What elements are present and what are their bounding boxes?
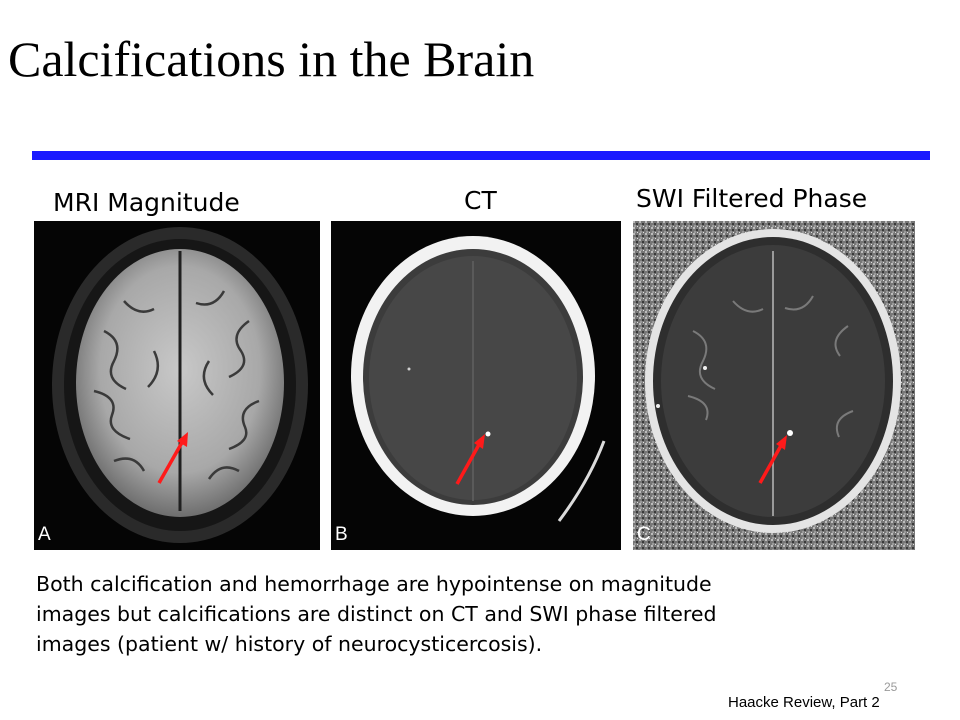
slide-title: Calcifications in the Brain: [8, 31, 535, 87]
panel-label-mri: MRI Magnitude: [53, 188, 240, 217]
panel-label-ct: CT: [464, 186, 497, 215]
ct-brain-illustration: [351, 236, 606, 522]
panel-label-swi: SWI Filtered Phase: [636, 184, 868, 213]
ct-image: B: [331, 221, 621, 550]
page-number: 25: [884, 680, 898, 694]
panel-letter-b: B: [335, 524, 348, 545]
swi-brain-illustration: [633, 221, 915, 550]
swi-phase-image: C: [633, 221, 915, 550]
mri-magnitude-image: A: [34, 221, 320, 550]
caption-line: images (patient w/ history of neurocysti…: [36, 632, 543, 656]
figure-caption: Both calcification and hemorrhage are hy…: [36, 569, 936, 659]
panel-letter-a: A: [38, 524, 51, 545]
arrow-icon: [758, 435, 787, 484]
caption-line: images but calcifications are distinct o…: [36, 602, 717, 626]
mri-brain-illustration: [52, 227, 308, 543]
panel-letter-c: C: [637, 524, 651, 545]
arrow-icon: [157, 432, 188, 484]
accent-rule: [32, 151, 930, 160]
caption-line: Both calcification and hemorrhage are hy…: [36, 572, 712, 596]
source-citation: Haacke Review, Part 2: [728, 694, 880, 711]
arrow-icon: [455, 434, 485, 485]
